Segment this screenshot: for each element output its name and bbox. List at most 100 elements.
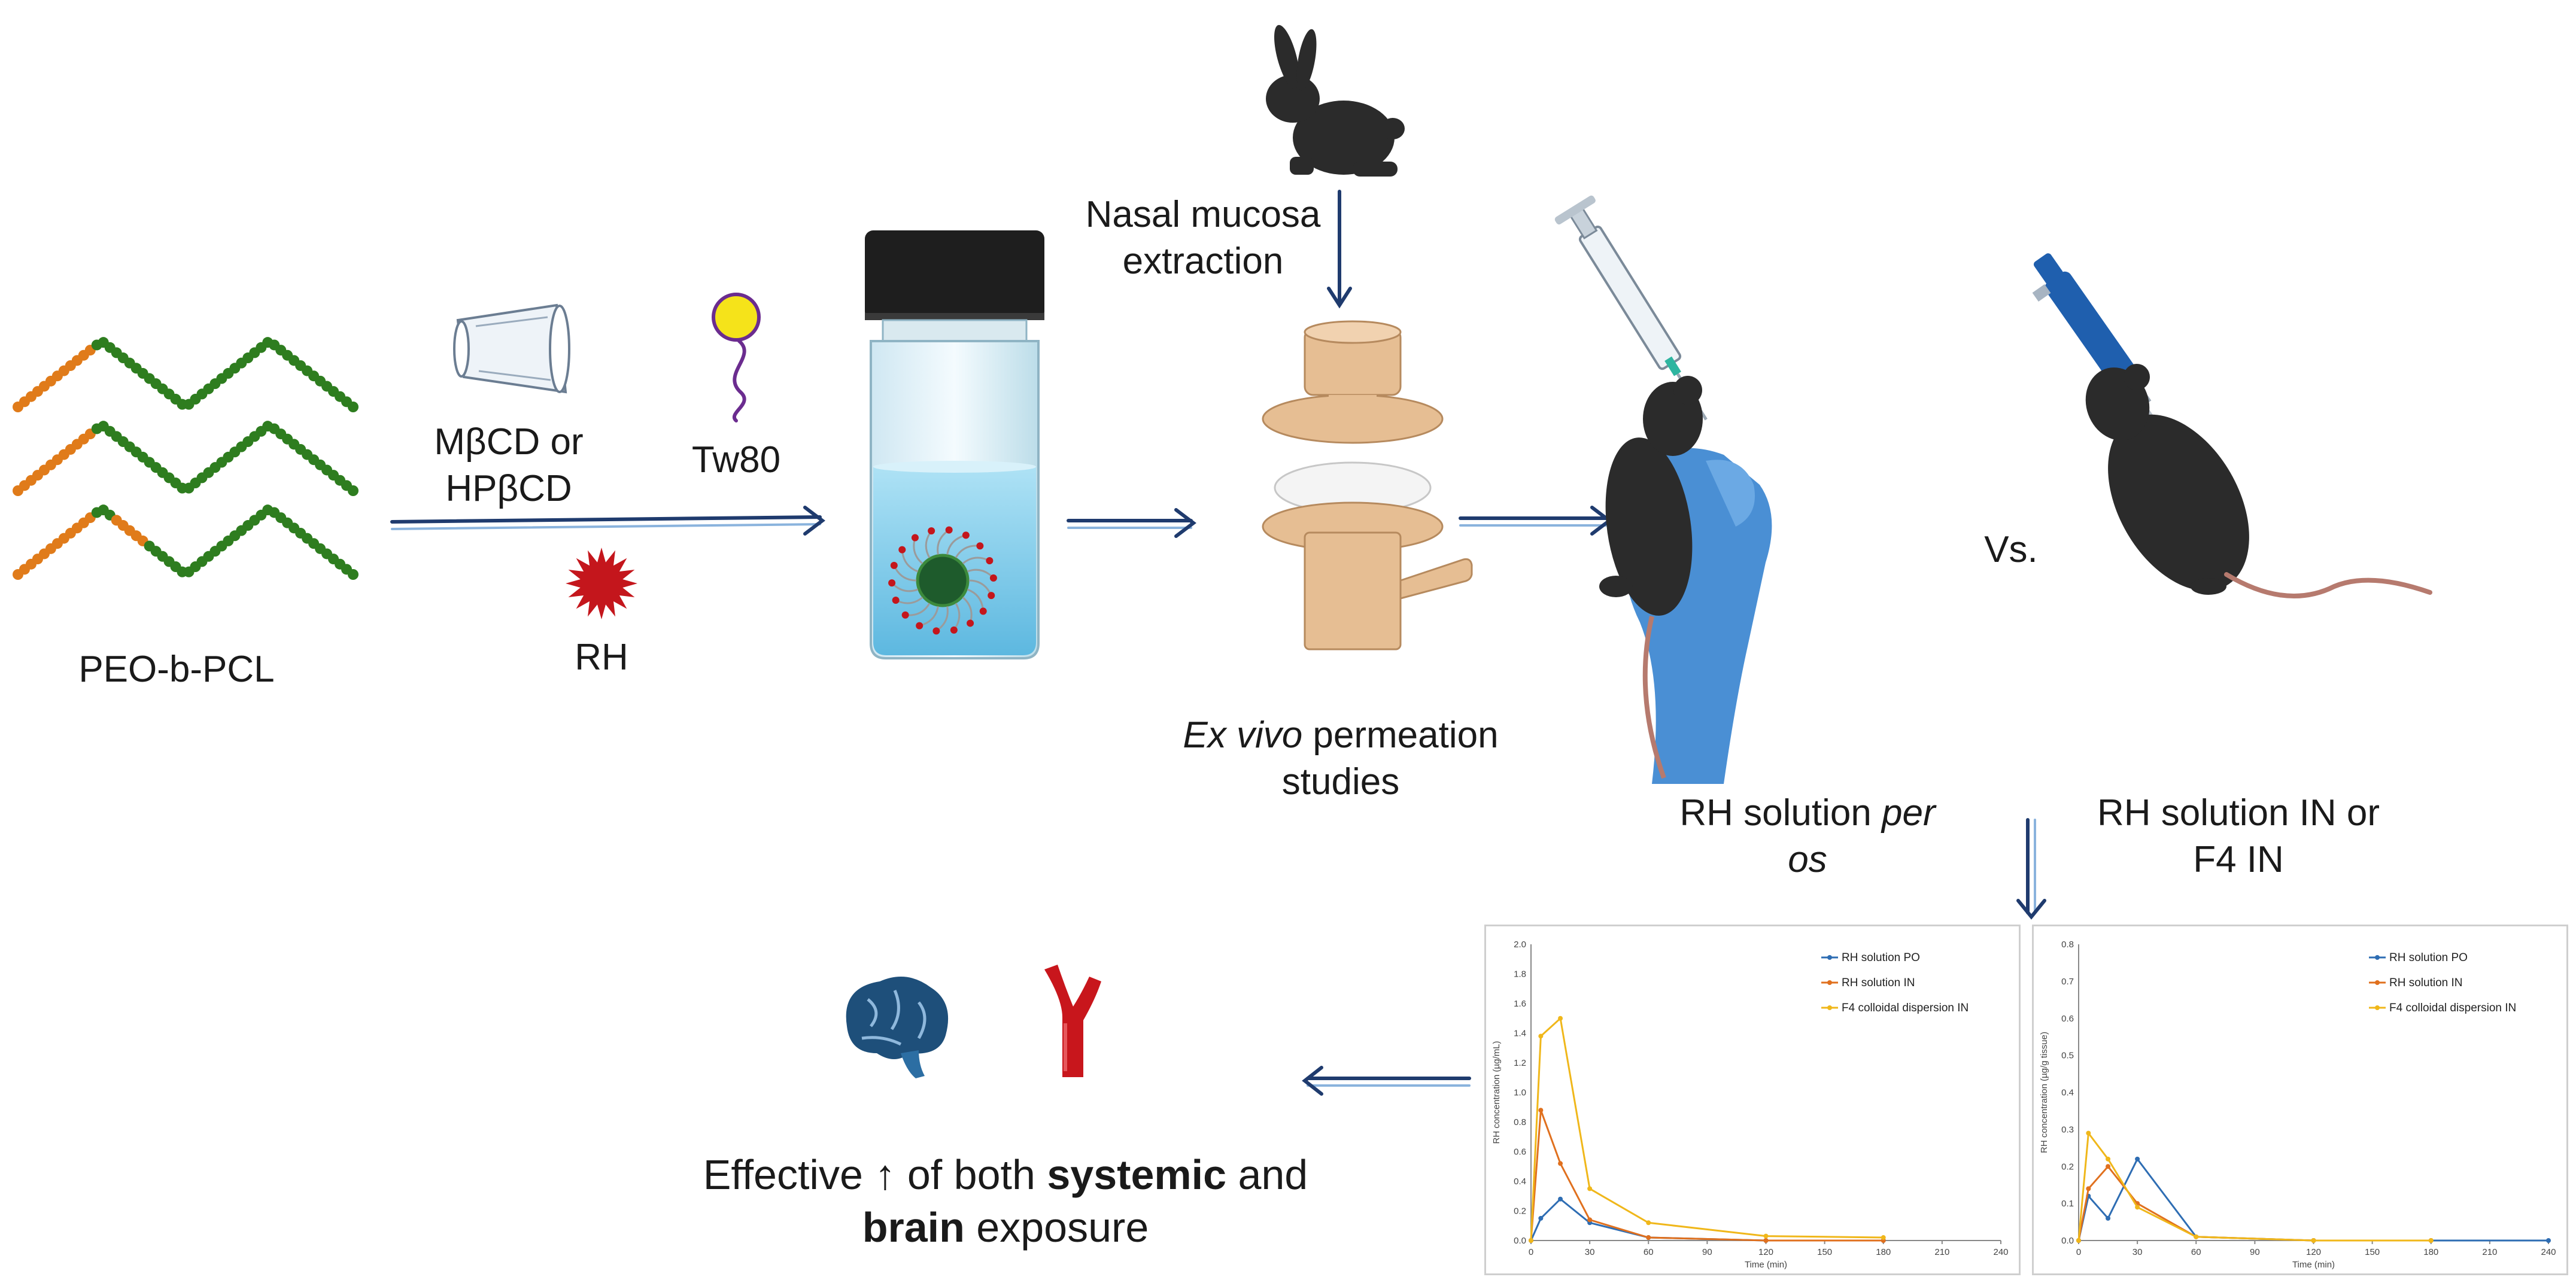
y-tick-label: 2.0 xyxy=(1514,940,1526,950)
exvivo-line-1: Ex vivo permeation xyxy=(1125,712,1556,759)
x-tick-label: 240 xyxy=(1993,1247,2008,1257)
legend-label: RH solution PO xyxy=(2389,951,2468,964)
data-point xyxy=(1538,1033,1544,1039)
data-point xyxy=(2135,1205,2140,1210)
y-tick-label: 0.6 xyxy=(1514,1147,1526,1157)
brain-icon xyxy=(846,977,949,1078)
series-line xyxy=(2077,1165,2431,1242)
drug-dot xyxy=(986,557,994,565)
series-line xyxy=(2077,1130,2431,1242)
legend-label: RH solution PO xyxy=(1842,951,1920,964)
drug-dot xyxy=(976,542,984,550)
outcome-label: Effective ↑ of both systemic and brain e… xyxy=(610,1149,1401,1254)
data-point xyxy=(1587,1186,1593,1191)
y-tick-label: 0.8 xyxy=(1514,1117,1526,1127)
y-tick-label: 0.0 xyxy=(2061,1236,2074,1246)
data-point xyxy=(2428,1238,2434,1243)
rabbit-icon xyxy=(1266,25,1405,177)
data-point xyxy=(2311,1238,2316,1243)
drug-dot xyxy=(898,546,906,554)
po-line-1: RH solution per xyxy=(1640,790,1975,837)
data-point xyxy=(2106,1164,2111,1169)
outcome-1a: Effective ↑ of both xyxy=(703,1151,1047,1198)
x-tick-label: 120 xyxy=(2306,1247,2321,1257)
cyclodextrin-label: MβCD or HPβCD xyxy=(419,419,599,512)
po-italic-2: os xyxy=(1788,838,1827,880)
drug-dot xyxy=(988,592,995,600)
data-point xyxy=(1881,1235,1886,1241)
x-tick-label: 210 xyxy=(2482,1247,2497,1257)
po-line-2: os xyxy=(1640,837,1975,883)
data-point xyxy=(2076,1238,2081,1243)
data-point xyxy=(1646,1235,1651,1241)
in-line-1: RH solution IN or xyxy=(2097,792,2380,834)
franz-cell-icon xyxy=(1262,320,1473,650)
y-tick-label: 0.3 xyxy=(2061,1124,2074,1135)
cyclodextrin-line-1: MβCD or xyxy=(434,421,584,463)
x-axis-title: Time (min) xyxy=(2292,1260,2335,1270)
data-point xyxy=(2086,1130,2091,1136)
data-point xyxy=(2546,1238,2551,1243)
y-tick-label: 0.7 xyxy=(2061,977,2074,987)
y-tick-label: 1.6 xyxy=(1514,999,1526,1009)
drug-dot xyxy=(888,579,896,587)
exvivo-italic: Ex vivo xyxy=(1183,715,1303,756)
drug-dot xyxy=(945,526,953,534)
data-point xyxy=(2135,1156,2140,1162)
series-line xyxy=(1530,1197,1884,1242)
drug-dot xyxy=(962,531,970,539)
y-tick-label: 1.8 xyxy=(1514,969,1526,980)
x-tick-label: 90 xyxy=(1702,1247,1712,1257)
drug-dot xyxy=(979,607,987,615)
data-point xyxy=(1558,1161,1563,1166)
x-tick-label: 60 xyxy=(2191,1247,2201,1257)
drug-dot xyxy=(928,527,935,535)
data-point xyxy=(1529,1238,1533,1243)
x-tick-label: 180 xyxy=(1876,1247,1891,1257)
arrow-to-vial xyxy=(390,515,822,524)
legend-label: RH solution IN xyxy=(1842,977,1915,989)
x-tick-label: 150 xyxy=(2365,1247,2380,1257)
y-tick-label: 1.0 xyxy=(1514,1088,1526,1098)
outcome-line-1: Effective ↑ of both systemic and xyxy=(610,1149,1401,1202)
nasal-mucosa-label: Nasal mucosa extraction xyxy=(1059,191,1347,284)
y-tick-label: 0.2 xyxy=(1514,1206,1526,1217)
x-tick-label: 0 xyxy=(1529,1247,1533,1257)
po-italic: per xyxy=(1882,792,1936,834)
data-point xyxy=(1538,1215,1544,1221)
polymer-bead xyxy=(348,402,359,412)
legend-marker xyxy=(2375,955,2380,960)
legend-marker xyxy=(1827,1005,1832,1010)
data-point xyxy=(2106,1215,2111,1221)
y-axis-title: RH concentration (µg/mL) xyxy=(1491,1041,1502,1144)
series-line xyxy=(1530,1109,1884,1242)
intranasal-pipette-icon xyxy=(2032,253,2432,598)
outcome-2-bold: brain xyxy=(862,1203,965,1251)
y-tick-label: 1.2 xyxy=(1514,1058,1526,1068)
x-tick-label: 240 xyxy=(2541,1247,2556,1257)
drug-dot xyxy=(890,561,898,569)
legend-marker xyxy=(1827,980,1832,985)
y-tick-label: 0.4 xyxy=(1514,1176,1526,1187)
x-tick-label: 90 xyxy=(2250,1247,2260,1257)
drug-dot xyxy=(901,611,909,619)
series-line xyxy=(2077,1157,2548,1242)
drug-label: RH xyxy=(575,637,628,678)
y-tick-label: 0.1 xyxy=(2061,1199,2074,1209)
exvivo-label: Ex vivo permeation studies xyxy=(1125,712,1556,805)
y-tick-label: 0.4 xyxy=(2061,1088,2074,1098)
x-tick-label: 150 xyxy=(1817,1247,1832,1257)
y-tick-label: 1.4 xyxy=(1514,1029,1526,1039)
outcome-1b: and xyxy=(1226,1151,1308,1198)
in-line-2: F4 IN xyxy=(2193,838,2284,880)
drug-dot xyxy=(950,626,958,634)
outcome-1-bold: systemic xyxy=(1047,1151,1226,1198)
data-point xyxy=(1587,1217,1593,1223)
oral-gavage-icon xyxy=(1554,195,1772,784)
y-tick-label: 0.5 xyxy=(2061,1051,2074,1061)
nasal-line-1: Nasal mucosa xyxy=(1085,194,1321,235)
po-label: RH solution per os xyxy=(1640,790,1975,883)
